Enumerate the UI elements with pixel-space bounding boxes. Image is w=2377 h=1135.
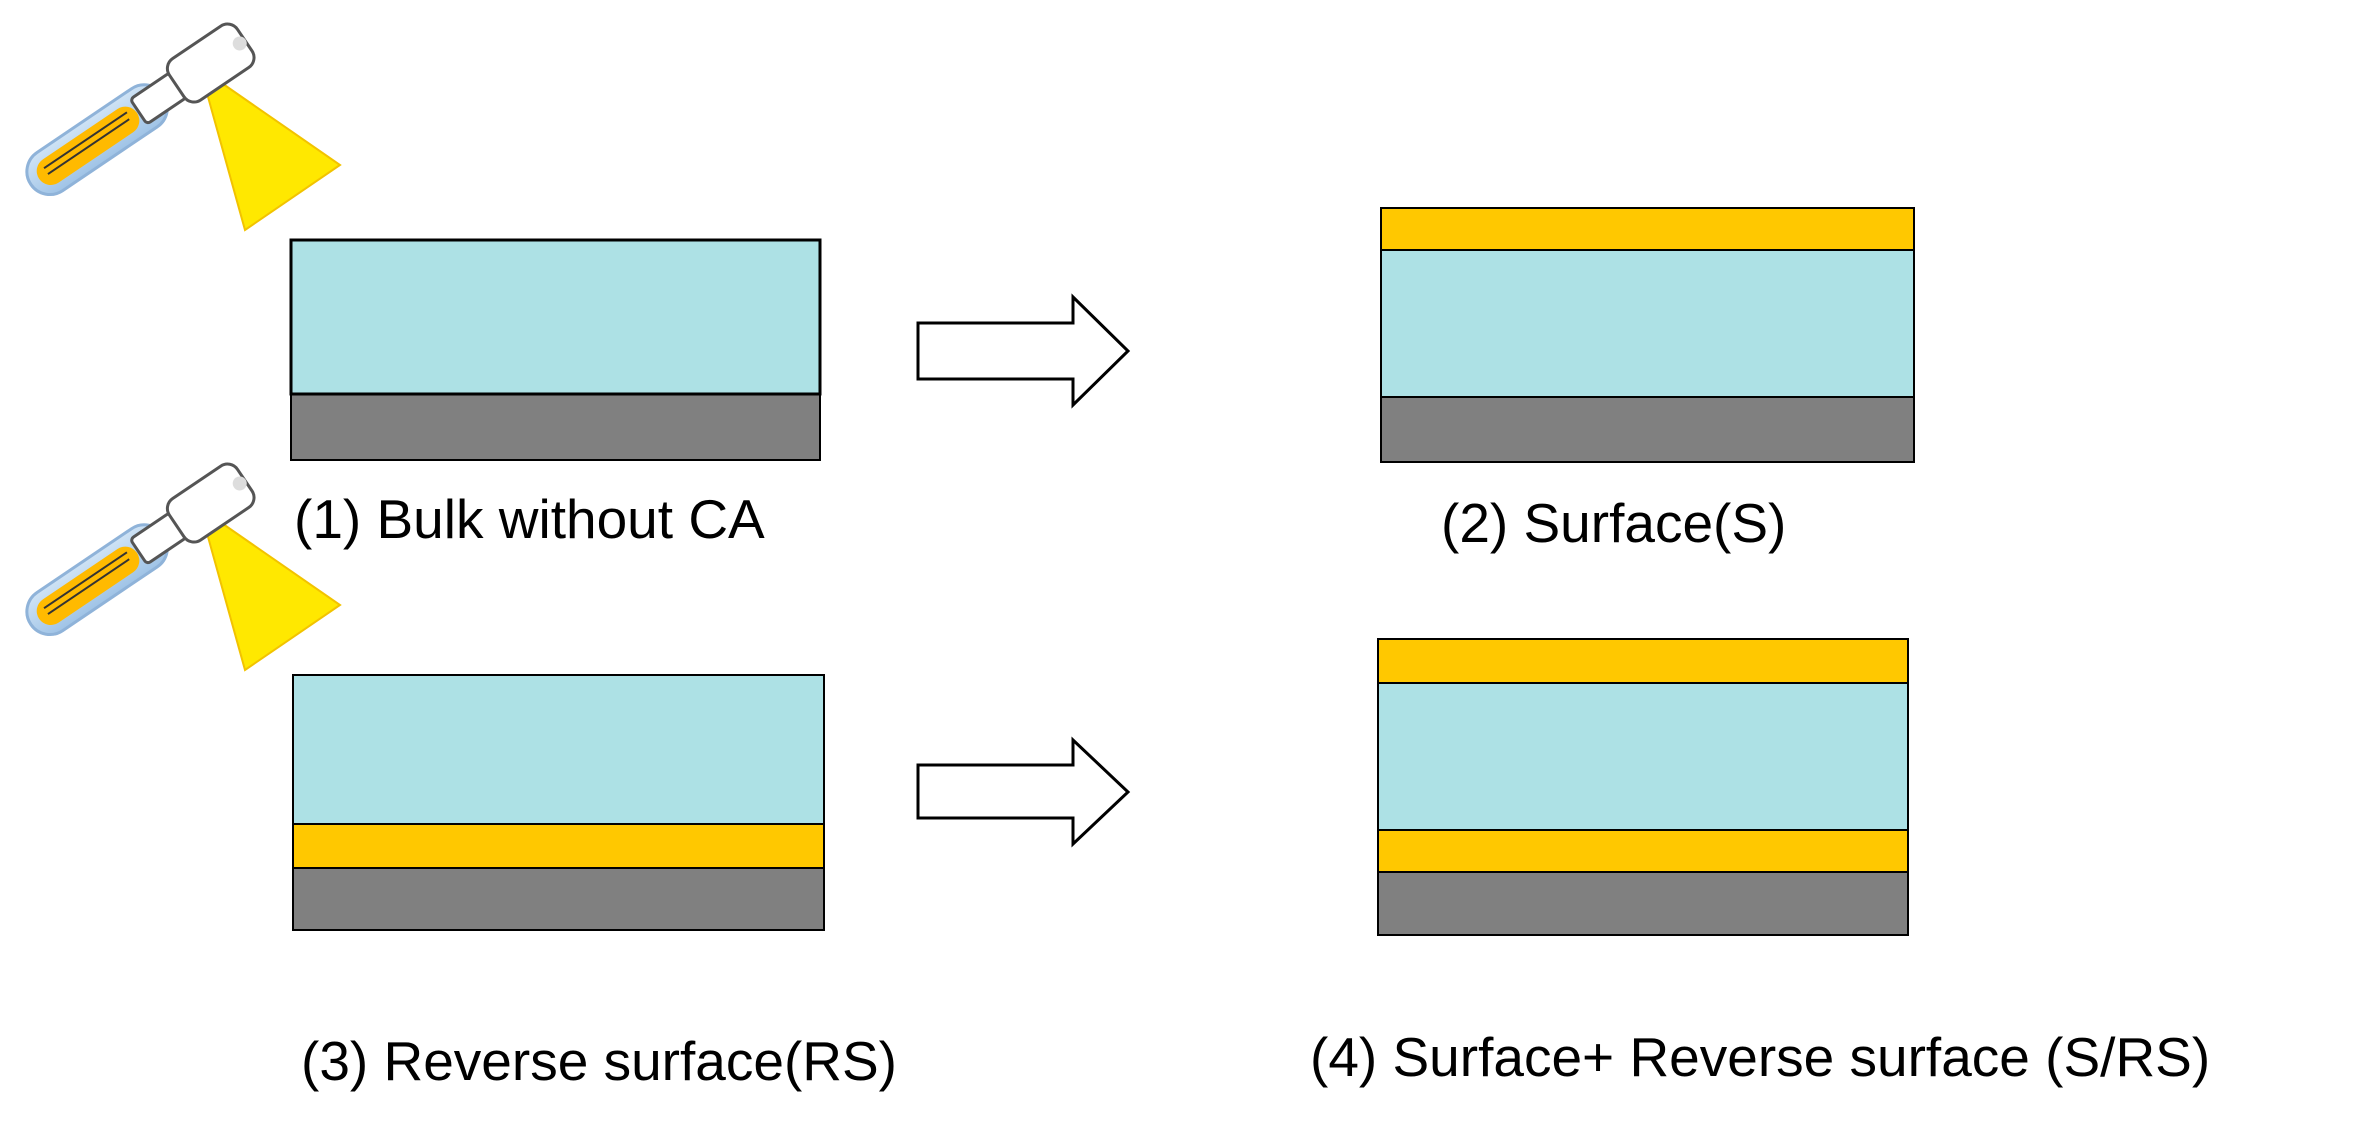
caption-stage-1: (1) Bulk without CA	[294, 488, 765, 550]
light-beam	[198, 65, 342, 232]
stack-bulk-without-ca	[289, 238, 822, 461]
substrate-layer	[1380, 396, 1915, 463]
stack-surface-reverse-surface	[1377, 638, 1909, 936]
ca-layer	[1380, 207, 1915, 251]
right-arrow-icon	[916, 293, 1131, 409]
light-beam	[198, 505, 342, 672]
uv-lamp-icon	[25, 22, 342, 232]
ca-layer	[1377, 829, 1909, 873]
bulk-layer	[1380, 249, 1915, 398]
bulk-layer	[289, 238, 822, 396]
caption-stage-3: (3) Reverse surface(RS)	[301, 1030, 897, 1092]
stack-reverse-surface	[292, 674, 825, 931]
caption-stage-4: (4) Surface+ Reverse surface (S/RS)	[1310, 1026, 2211, 1088]
bulk-layer	[1377, 682, 1909, 831]
ca-layer	[1377, 638, 1909, 684]
substrate-layer	[292, 867, 825, 931]
bulk-layer	[292, 674, 825, 825]
stack-surface	[1380, 207, 1915, 463]
uv-lamp-icon	[25, 462, 342, 672]
caption-stage-2: (2) Surface(S)	[1441, 492, 1787, 554]
substrate-layer	[1377, 871, 1909, 936]
substrate-layer	[290, 393, 821, 461]
right-arrow-icon	[916, 736, 1131, 848]
ca-layer	[292, 823, 825, 869]
